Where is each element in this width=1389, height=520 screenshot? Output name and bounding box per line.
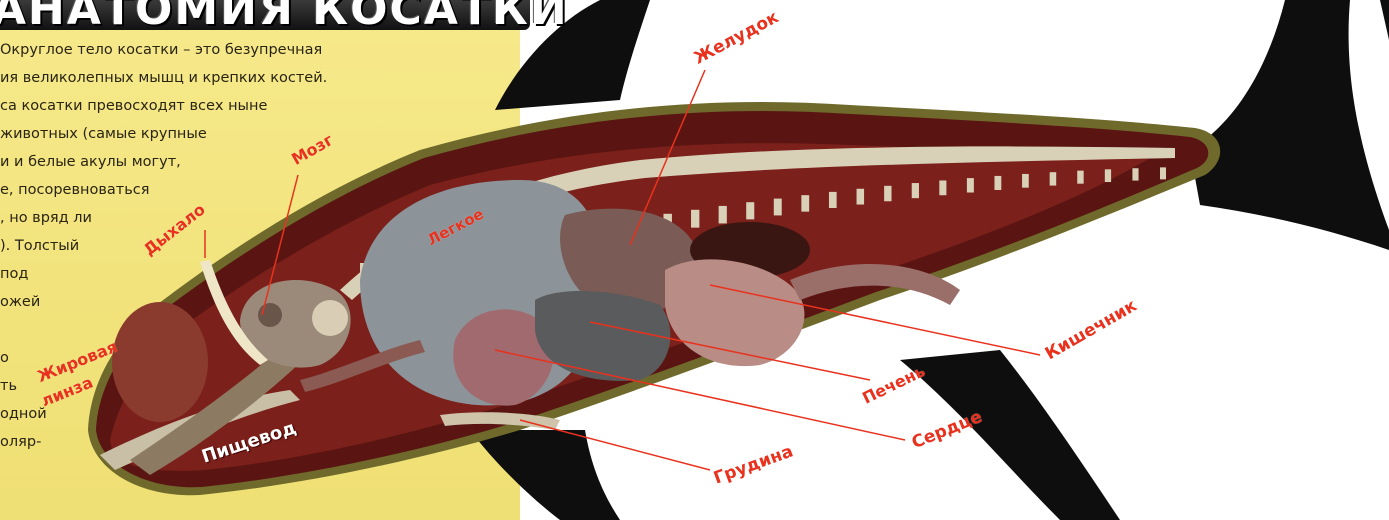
brain-lobe — [312, 300, 348, 336]
vertebra — [774, 199, 782, 216]
intro-line: са косатки превосходят всех ныне — [0, 98, 267, 114]
vertebra — [1105, 169, 1111, 182]
vertebra — [746, 202, 754, 219]
intro-line: ожей — [0, 294, 40, 310]
intro-line: ). Толстый — [0, 238, 79, 254]
intro-line: е, посоревноваться — [0, 182, 149, 198]
intro-line: ть — [0, 378, 17, 394]
vertebra — [1022, 174, 1029, 188]
vertebra — [801, 195, 809, 211]
intro-line: о — [0, 350, 9, 366]
intro-line: ия великолепных мышц и крепких костей. — [0, 70, 327, 86]
vertebra — [1132, 168, 1138, 180]
vertebra — [1050, 172, 1057, 185]
vertebra — [1160, 167, 1166, 179]
vertebra — [691, 210, 699, 228]
vertebra — [994, 176, 1001, 190]
vertebra — [967, 178, 974, 192]
intro-line: животных (самые крупные — [0, 126, 207, 142]
intro-line: оляр- — [0, 434, 41, 450]
vertebra — [857, 189, 865, 205]
page-title: АНАТОМИЯ КОСАТКИ — [0, 0, 569, 35]
intro-line: и и белые акулы могут, — [0, 154, 181, 170]
tail-fluke — [1190, 0, 1389, 250]
intro-line: одной — [0, 406, 47, 422]
intro-line: , но вряд ли — [0, 210, 92, 226]
vertebra — [719, 206, 727, 224]
vertebra — [912, 183, 919, 198]
vertebra — [829, 192, 837, 208]
pectoral-fin — [470, 430, 620, 520]
tail-top-fin — [1380, 0, 1389, 40]
vertebra — [939, 180, 946, 195]
intro-line: под — [0, 266, 28, 282]
fat-lens-organ — [112, 302, 208, 422]
vertebra — [884, 186, 891, 201]
vertebra — [1077, 171, 1083, 184]
brain-ventricle — [258, 303, 282, 327]
intro-line: Округлое тело косатки – это безупречная — [0, 42, 322, 58]
title-banner: АНАТОМИЯ КОСАТКИ — [0, 0, 530, 30]
